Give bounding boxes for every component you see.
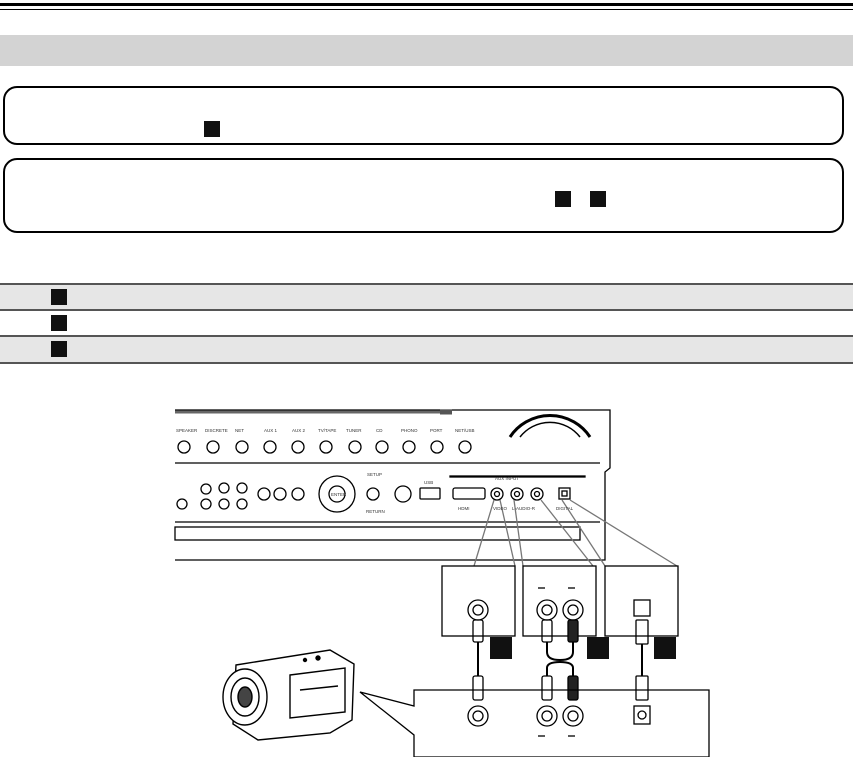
svg-text:AUX 2: AUX 2: [292, 428, 306, 433]
section-banner: [0, 35, 853, 66]
input-button-8: [375, 440, 389, 454]
connection-diagram: SPEAKER DISCRETE NET AUX 1 AUX 2 TV/TAPE…: [174, 409, 710, 757]
note-box-1: [3, 86, 844, 145]
legend-marker-c: [51, 341, 67, 357]
input-button-1: [177, 440, 191, 454]
hdmi-port: [452, 487, 486, 500]
input-button-9: [402, 440, 416, 454]
input-button-11: [458, 440, 472, 454]
direction-pad: [318, 475, 356, 513]
svg-text:VIDEO: VIDEO: [493, 506, 508, 511]
aux-audio-l-jack: [510, 487, 524, 501]
note-2-marker-b: [555, 191, 571, 207]
legend-row-a: [0, 285, 853, 310]
note-box-2: [3, 158, 844, 233]
receiver-panel-outline: [175, 409, 611, 561]
note-1-marker-a: [204, 121, 220, 137]
svg-text:CD: CD: [376, 428, 383, 433]
svg-text:ENTER: ENTER: [331, 492, 347, 497]
svg-text:RETURN: RETURN: [366, 509, 385, 514]
svg-text:SETUP: SETUP: [367, 472, 382, 477]
svg-text:NET: NET: [235, 428, 244, 433]
legend-rule-1: [0, 309, 853, 311]
legend-rule-2: [0, 335, 853, 337]
legend-row-b: [0, 311, 853, 336]
top-rule-thick: [0, 3, 853, 6]
svg-text:TV/TAPE: TV/TAPE: [318, 428, 336, 433]
legend-bottom-rule: [0, 362, 853, 364]
svg-text:USB: USB: [424, 480, 433, 485]
svg-text:AUX INPUT: AUX INPUT: [495, 476, 519, 481]
input-button-2: [206, 440, 220, 454]
diagram-marker-c: [654, 637, 676, 659]
aux-video-jack: [490, 487, 504, 501]
enter-button: [328, 485, 346, 503]
svg-text:DIGITAL: DIGITAL: [556, 506, 574, 511]
legend-marker-a: [51, 289, 67, 305]
legend-top-rule: [0, 283, 853, 285]
svg-text:PORT: PORT: [430, 428, 443, 433]
camcorder-illustration: [222, 649, 355, 741]
svg-text:HDMI: HDMI: [458, 506, 470, 511]
svg-text:DISCRETE: DISCRETE: [205, 428, 228, 433]
top-rule-thin: [0, 9, 853, 10]
front-label-speaker: SPEAKER: [176, 428, 198, 433]
callout-box-optical: [604, 565, 679, 637]
diagram-marker-b: [587, 637, 609, 659]
input-buttons-row: [177, 440, 472, 454]
camcorder-callout-box: [359, 689, 710, 757]
svg-text:L-AUDIO-R: L-AUDIO-R: [512, 506, 536, 511]
aux-audio-r-jack: [530, 487, 544, 501]
input-button-3: [235, 440, 249, 454]
diagram-marker-a: [490, 637, 512, 659]
aux-optical-jack: [558, 487, 571, 500]
input-button-4: [263, 440, 277, 454]
callout-box-audio: [522, 565, 597, 637]
svg-text:PHONO: PHONO: [401, 428, 418, 433]
svg-text:NET/USB: NET/USB: [455, 428, 475, 433]
legend-row-c: [0, 337, 853, 362]
input-button-7: [348, 440, 362, 454]
note-2-marker-c: [590, 191, 606, 207]
svg-text:AUX 1: AUX 1: [264, 428, 278, 433]
legend-marker-b: [51, 315, 67, 331]
input-button-10: [430, 440, 444, 454]
callout-box-video: [441, 565, 516, 637]
input-button-5: [291, 440, 305, 454]
input-button-6: [319, 440, 333, 454]
svg-text:TUNER: TUNER: [346, 428, 362, 433]
